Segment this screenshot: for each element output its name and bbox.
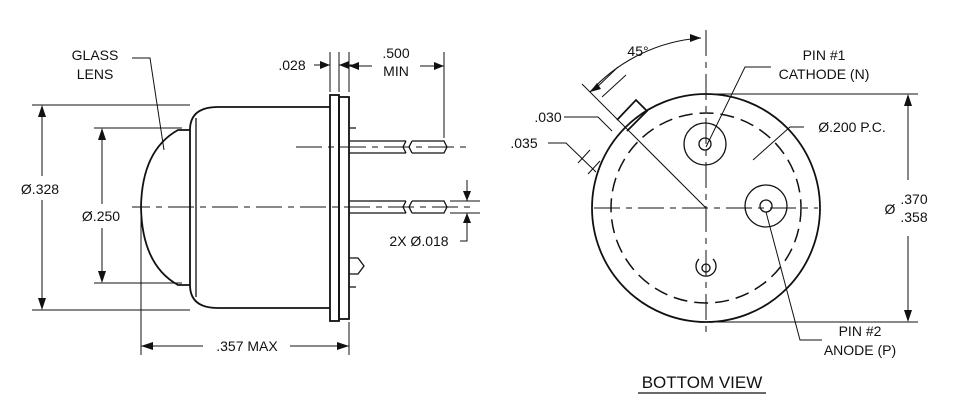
angle-arc: [589, 37, 702, 93]
outer-diameter-extension: [706, 93, 918, 323]
arrowhead: [98, 128, 106, 140]
pin1-outer: [683, 122, 727, 166]
arrowhead: [339, 61, 349, 69]
angle-extension: [581, 83, 613, 115]
glass-lens-label-line1: GLASS: [72, 47, 119, 63]
body-diameter-label: Ø.328: [21, 181, 59, 197]
lead-diameter-dim: [450, 180, 480, 242]
pitch-circle-label: Ø.200 P.C.: [818, 119, 885, 135]
pin2-inner: [759, 199, 773, 213]
arrowhead: [434, 62, 444, 70]
lead-length-label-line1: .500: [382, 45, 409, 61]
pin1-leader: [705, 66, 771, 148]
arrowhead: [98, 271, 106, 283]
case-pin-inner: [701, 263, 711, 273]
arrowhead: [349, 62, 359, 70]
arrowhead: [904, 94, 912, 106]
bottom-view-title: BOTTOM VIEW: [642, 373, 763, 392]
flange-step: [349, 127, 356, 288]
outer-diameter-prefix: Ø: [885, 201, 896, 217]
side-view: Ø.328 Ø.250 GLASS LENS .028 .500 MIN 2X …: [6, 45, 480, 355]
arrowhead: [141, 342, 153, 350]
arrowhead: [690, 34, 701, 42]
lead-length-label-line2: MIN: [383, 63, 409, 79]
orientation-tab: [616, 98, 649, 132]
arrowhead: [904, 310, 912, 322]
lead-length-dim: [348, 52, 445, 138]
pitch-circle-leader: [752, 126, 804, 161]
tab-width-035-label: .035: [510, 135, 537, 151]
flange-thickness-dim: [314, 52, 356, 92]
pin1-inner: [698, 137, 712, 151]
overall-length-label: .357 MAX: [216, 338, 278, 354]
arrowhead: [320, 61, 330, 69]
bottom-view: 45° .030 .035 PIN #1 CATHODE (N) Ø.200 P…: [510, 30, 928, 394]
pin2-outer: [744, 184, 788, 228]
glass-lens-leader: [132, 57, 165, 151]
case-pin-outer: [695, 258, 717, 277]
flange: [329, 94, 340, 322]
arrowhead: [463, 213, 471, 223]
key-tab: [349, 257, 365, 275]
arrowhead: [38, 105, 46, 117]
label-mask: [6, 176, 72, 200]
tab-width-030-label: .030: [534, 109, 561, 125]
arrowhead: [337, 342, 349, 350]
body-diameter-extension: [32, 104, 190, 311]
arrowhead: [38, 298, 46, 310]
tab-width-035-leader: [548, 142, 597, 173]
pin1-label-line2: CATHODE (N): [779, 66, 870, 82]
tab-radial: [611, 113, 707, 209]
overall-length-dim: [140, 212, 350, 355]
pin2-leader: [765, 211, 822, 341]
flange-rim: [338, 96, 350, 320]
label-mask: [70, 204, 132, 228]
pin2-label-line2: ANODE (P): [824, 342, 896, 358]
outer-diameter-min: .358: [900, 209, 927, 225]
outer-diameter-max: .370: [900, 191, 927, 207]
lead-diameter-label: 2X Ø.018: [389, 233, 448, 249]
angle-label: 45°: [627, 43, 648, 59]
pin2-label-line1: PIN #2: [839, 323, 882, 339]
glass-lens-label-line2: LENS: [77, 66, 114, 82]
flange-thickness-label: .028: [278, 57, 305, 73]
pin1-label-line1: PIN #1: [803, 47, 846, 63]
lens-diameter-label: Ø.250: [82, 208, 120, 224]
tab-width-extension: [577, 66, 627, 175]
arrowhead: [463, 191, 471, 201]
tab-width-030-leader: [564, 116, 613, 132]
